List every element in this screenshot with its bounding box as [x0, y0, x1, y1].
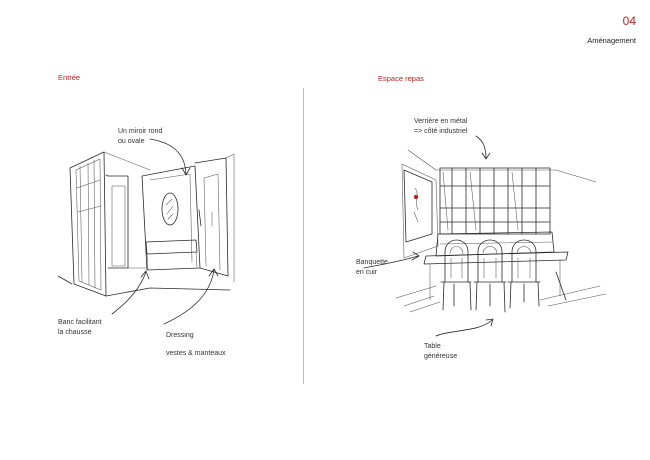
note-verriere: Verrière en métal => côté industriel	[414, 117, 467, 137]
note-dressing: Dressing vestes & manteaux	[166, 331, 226, 359]
note-miroir-line1: Un miroir rond	[118, 128, 163, 135]
note-dressing-line1: Dressing	[166, 332, 194, 339]
page-number: 04	[622, 14, 636, 28]
column-divider	[303, 88, 304, 384]
note-table-line1: Table	[424, 343, 441, 350]
section-title-entree: Entrée	[58, 73, 81, 82]
note-banquette-line1: Banquette	[356, 259, 388, 266]
note-miroir-line2: ou ovale	[118, 138, 145, 145]
note-table: Table généreuse	[424, 342, 457, 362]
note-verriere-line2: => côté industriel	[414, 128, 468, 135]
note-banc: Banc facilitant la chausse	[58, 318, 102, 338]
note-banc-line1: Banc facilitant	[58, 319, 102, 326]
note-dressing-line2: vestes & manteaux	[166, 350, 226, 357]
note-banc-line2: la chausse	[58, 329, 92, 336]
note-miroir: Un miroir rond ou ovale	[118, 127, 162, 147]
note-banquette-line2: en cuir	[356, 269, 378, 276]
note-banquette: Banquette en cuir	[356, 258, 388, 278]
page-title: Aménagement	[587, 36, 636, 45]
note-verriere-line1: Verrière en métal	[414, 118, 468, 125]
note-table-line2: généreuse	[424, 353, 458, 360]
section-title-espace-repas: Espace repas	[378, 74, 424, 83]
